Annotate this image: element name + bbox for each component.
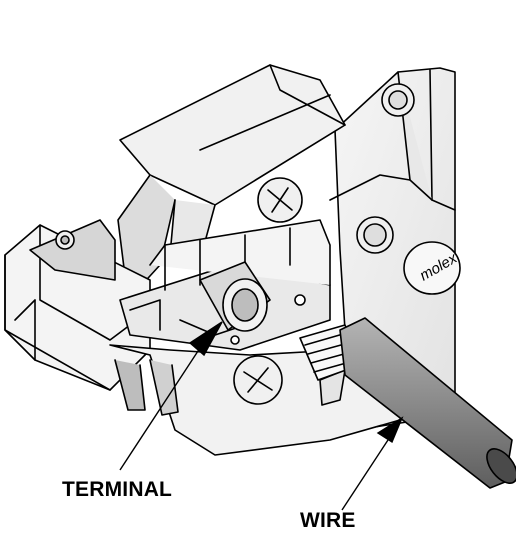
screw-head-icon: [381, 83, 415, 117]
molex-logo: [403, 241, 461, 295]
screw-head-icon: [257, 177, 303, 223]
wire-label: WIRE: [300, 509, 356, 532]
left-plate: [29, 219, 116, 281]
terminal-barrel: [199, 261, 271, 332]
arrow-icon: [119, 321, 223, 471]
terminal-label: TERMINAL: [62, 478, 173, 501]
arrow-icon: [341, 416, 404, 511]
wire: [339, 317, 516, 489]
screw-head-icon: [356, 216, 394, 254]
screw-head-icon: [233, 355, 283, 405]
